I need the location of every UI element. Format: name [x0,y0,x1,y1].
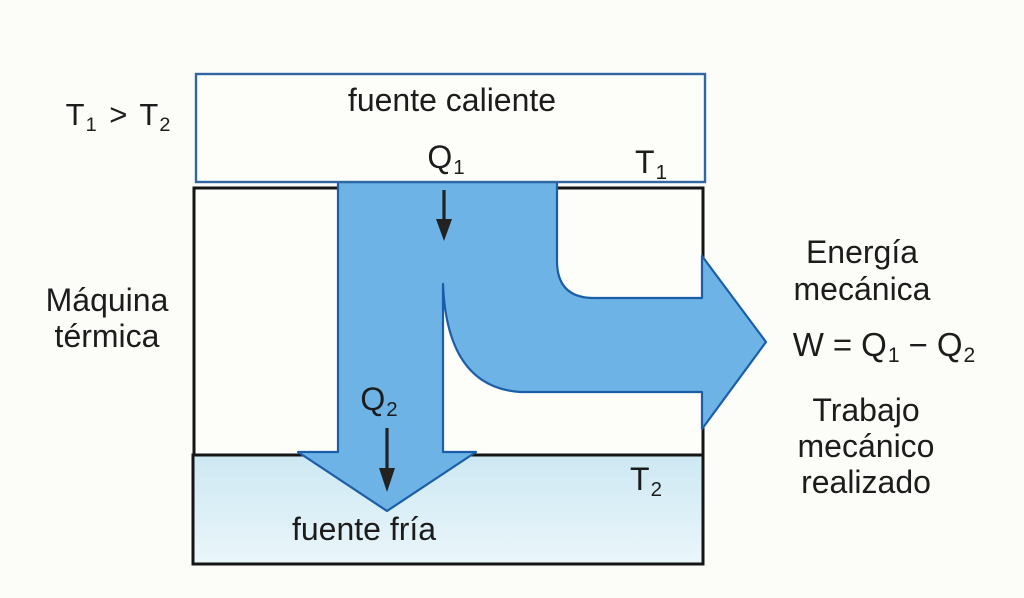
machine-label-line1: Máquina [45,282,169,318]
machine-label-line2: térmica [54,318,160,354]
work-description-line1: Trabajo [812,392,920,428]
temperature-relation-label: T1 > T2 [65,97,171,136]
work-description-label: Trabajo mecánico realizado [798,392,935,500]
t2-label: T2 [630,461,662,502]
q2-down-arrow-icon [379,428,395,492]
cold-source-box [191,453,705,566]
t1-label: T1 [635,144,667,185]
hot-source-label: fuente caliente [347,82,557,118]
energy-output-line2: mecánica [793,271,931,307]
energy-output-line1: Energía [805,234,919,270]
work-description-line3: realizado [801,464,931,500]
machine-label: Máquina térmica [46,282,169,354]
hot-source-box [194,72,707,184]
q1-down-arrow-icon [436,190,452,241]
q2-label: Q2 [360,381,398,422]
work-formula: W=Q1−Q2 [792,326,976,368]
cold-source-label: fuente fría [291,511,437,547]
q1-label: Q1 [427,139,465,180]
heat-flow-arrow-icon [296,180,768,513]
energy-output-label: Energía mecánica [794,234,931,308]
work-description-line2: mecánico [797,428,935,464]
